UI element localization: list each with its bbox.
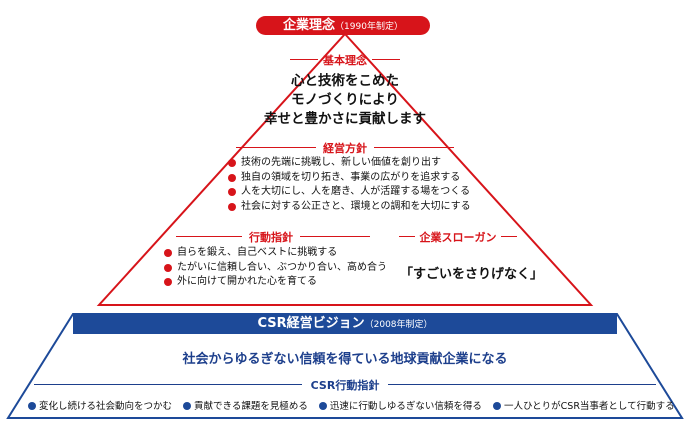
bullet-icon: [228, 159, 236, 167]
list-item-text: 社会に対する公正さと、環境との調和を大切にする: [241, 200, 471, 212]
csr-action-list: 変化し続ける社会動向をつかむ 貢献できる課題を見極める 迅速に行動しゆるぎない信…: [28, 398, 683, 412]
list-item-text: 変化し続ける社会動向をつかむ: [39, 401, 173, 412]
basic-philosophy-rule-right: [372, 59, 400, 60]
basic-philosophy-statement: 心と技術をこめた モノづくりにより 幸せと豊かさに貢献します: [245, 72, 445, 129]
list-item-text: 貢献できる課題を見極める: [194, 401, 308, 412]
list-item: 人を大切にし、人を磨き、人が活躍する場をつくる: [228, 185, 471, 200]
action-guidelines-list: 自らを鍛え、自己ベストに挑戦する たがいに信頼し合い、ぶつかり合い、高め合う 外…: [164, 246, 387, 290]
title-sub: （1990年制定）: [335, 22, 403, 32]
list-item-text: 迅速に行動しゆるぎない信頼を得る: [329, 401, 482, 412]
csr-vision-statement: 社会からゆるぎない信頼を得ている地球貢献企業になる: [182, 352, 508, 367]
slogan-text: 「すごいをさりげなく」: [400, 267, 544, 282]
list-item-text: 人を大切にし、人を磨き、人が活躍する場をつくる: [241, 186, 471, 197]
philosophy-pyramid: [96, 32, 594, 306]
action-guidelines-rule-left: [176, 236, 242, 237]
slogan-rule-right: [501, 236, 517, 237]
action-guidelines-rule-right: [300, 236, 370, 237]
bullet-icon: [492, 402, 501, 410]
mission-line: 幸せと豊かさに貢献します: [264, 111, 426, 127]
management-policy-rule-left: [236, 147, 316, 148]
list-item: たがいに信頼し合い、ぶつかり合い、高め合う: [164, 261, 387, 276]
corporate-philosophy-title: 企業理念（1990年制定）: [256, 16, 430, 35]
bullet-icon: [164, 249, 172, 257]
mission-line: モノづくりにより: [291, 92, 399, 108]
bullet-icon: [183, 402, 192, 410]
csr-vision-sub: （2008年制定）: [364, 320, 433, 330]
bullet-icon: [228, 173, 236, 182]
list-item: 外に向けて開かれた心を育てる: [164, 275, 387, 290]
basic-philosophy-rule-left: [290, 59, 318, 60]
slogan-heading: 企業スローガン: [419, 231, 497, 244]
list-item-text: たがいに信頼し合い、ぶつかり合い、高め合う: [177, 261, 387, 273]
csr-action-rule-right: [388, 384, 656, 385]
list-item: 貢献できる課題を見極める: [183, 398, 308, 412]
bullet-icon: [164, 278, 172, 286]
list-item-text: 独自の領域を切り拓き、事業の広がりを追求する: [241, 171, 461, 183]
management-policy-list: 技術の先端に挑戦し、新しい価値を創り出す 独自の領域を切り拓き、事業の広がりを追…: [228, 156, 471, 214]
list-item-text: 外に向けて開かれた心を育てる: [177, 276, 317, 287]
management-policy-heading: 経営方針: [323, 142, 367, 155]
csr-vision-title: CSR経営ビジョン: [257, 316, 365, 331]
list-item-text: 一人ひとりがCSR当事者として行動する: [503, 401, 675, 412]
management-policy-rule-right: [374, 147, 454, 148]
basic-philosophy-heading: 基本理念: [323, 54, 367, 67]
bullet-icon: [228, 188, 236, 196]
action-guidelines-heading: 行動指針: [249, 231, 293, 244]
list-item: 社会に対する公正さと、環境との調和を大切にする: [228, 200, 471, 215]
list-item: 一人ひとりがCSR当事者として行動する: [492, 398, 675, 412]
bullet-icon: [164, 263, 172, 272]
bullet-icon: [228, 202, 236, 211]
bullet-icon: [318, 402, 327, 410]
list-item: 迅速に行動しゆるぎない信頼を得る: [318, 398, 482, 412]
list-item-text: 技術の先端に挑戦し、新しい価値を創り出す: [241, 157, 441, 168]
title-main: 企業理念: [283, 18, 336, 33]
csr-action-rule-left: [34, 384, 302, 385]
mission-line: 心と技術をこめた: [291, 73, 399, 89]
bullet-icon: [28, 402, 36, 410]
list-item: 技術の先端に挑戦し、新しい価値を創り出す: [228, 156, 471, 171]
csr-vision-title-bar: CSR経営ビジョン（2008年制定）: [73, 314, 617, 334]
list-item: 自らを鍛え、自己ベストに挑戦する: [164, 246, 387, 261]
list-item: 独自の領域を切り拓き、事業の広がりを追求する: [228, 171, 471, 186]
list-item: 変化し続ける社会動向をつかむ: [28, 398, 172, 412]
csr-action-heading: CSR行動指針: [310, 379, 380, 392]
slogan-rule-left: [399, 236, 415, 237]
list-item-text: 自らを鍛え、自己ベストに挑戦する: [177, 247, 338, 258]
